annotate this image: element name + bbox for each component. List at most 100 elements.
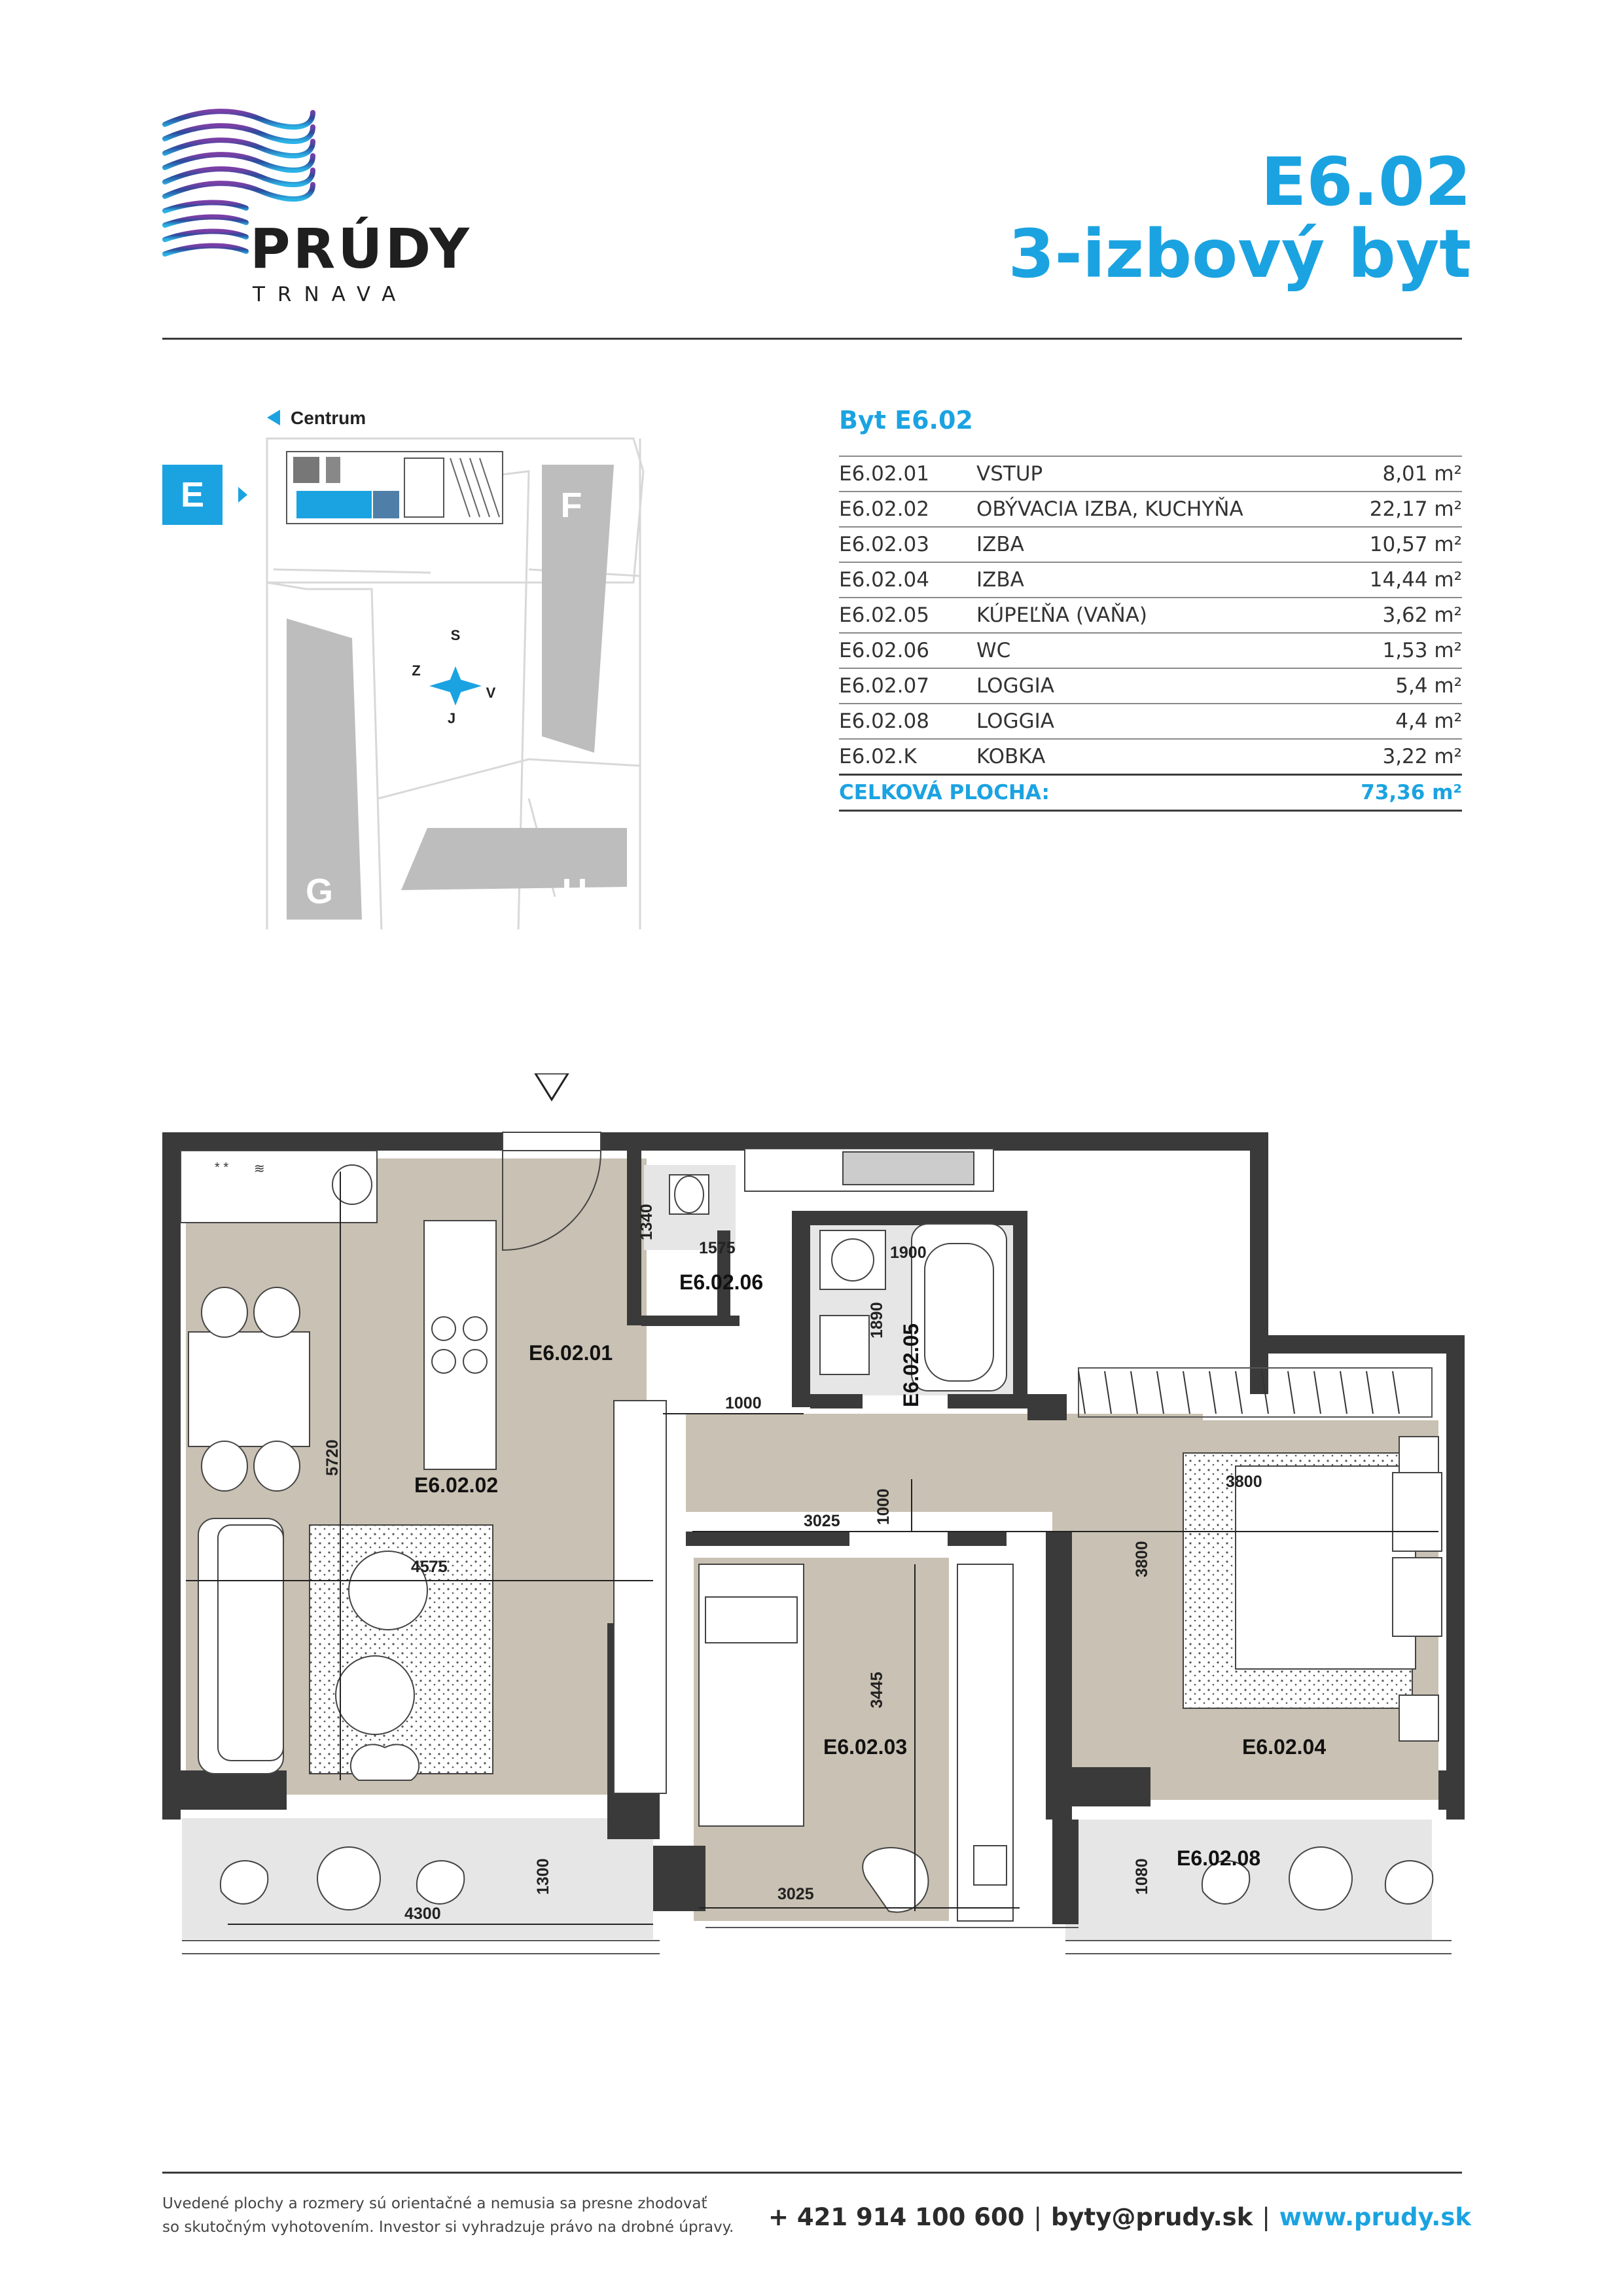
room-area: 4,4 m² <box>1328 703 1462 739</box>
compass-east: V <box>486 685 496 701</box>
dim-label: 1340 <box>637 1204 656 1240</box>
dim-label: 4300 <box>404 1905 441 1923</box>
room-id: E6.02.04 <box>839 562 976 598</box>
brand-name: PRÚDY <box>250 217 472 281</box>
dim-label: 4575 <box>411 1558 448 1576</box>
compass-north: S <box>451 627 461 643</box>
brand-city: TRNAVA <box>253 283 408 306</box>
website-link[interactable]: www.prudy.sk <box>1279 2203 1471 2231</box>
logo <box>162 105 463 314</box>
dim-label: 3025 <box>777 1885 814 1903</box>
dim-label: 3800 <box>1133 1541 1151 1577</box>
block-h-label: H <box>562 872 588 911</box>
room-name: OBÝVACIA IZBA, KUCHYŇA <box>976 491 1329 527</box>
dim-label: 1000 <box>725 1394 762 1412</box>
header-divider <box>162 338 1462 340</box>
room-label-06: E6.02.06 <box>679 1270 763 1294</box>
block-f <box>542 465 614 753</box>
centrum-label: Centrum <box>291 408 366 428</box>
dim-label: 1900 <box>890 1244 927 1262</box>
disclaimer-line-2: so skutočným vyhotovením. Investor si vy… <box>162 2218 734 2236</box>
room-name: IZBA <box>976 562 1329 598</box>
room-id: E6.02.01 <box>839 456 976 492</box>
wardrobe <box>1078 1371 1400 1414</box>
block-e-label: E <box>181 475 204 514</box>
unit-code: E6.02 <box>1260 143 1471 221</box>
dim-label: 1300 <box>534 1858 552 1895</box>
phone-link[interactable]: + 421 914 100 600 <box>768 2203 1025 2231</box>
bath-fixtures <box>669 1148 1007 1391</box>
room-label-02: E6.02.02 <box>414 1473 498 1497</box>
dim-label: 3025 <box>804 1512 840 1530</box>
sofa <box>198 1518 284 1774</box>
room-name: LOGGIA <box>976 703 1329 739</box>
block-e-badge <box>162 465 223 525</box>
room-area: 8,01 m² <box>1328 456 1462 492</box>
table-title: Byt E6.02 <box>839 406 973 435</box>
compass-south: J <box>448 710 455 726</box>
room-name: LOGGIA <box>976 668 1329 704</box>
dining-table <box>188 1287 310 1492</box>
svg-text:* *: * * <box>215 1160 228 1175</box>
block-g-label: G <box>306 872 333 911</box>
email-link[interactable]: byty@prudy.sk <box>1050 2203 1253 2231</box>
dim-label: 1000 <box>874 1488 893 1525</box>
unit-type: 3-izbový byt <box>1008 215 1471 293</box>
room-id: E6.02.05 <box>839 597 976 633</box>
room-area: 1,53 m² <box>1328 632 1462 668</box>
contact-bar: + 421 914 100 600|byty@prudy.sk|www.prud… <box>768 2203 1471 2231</box>
block-f-label: F <box>561 486 582 525</box>
disclaimer-line-1: Uvedené plochy a rozmery sú orientačné a… <box>162 2195 707 2212</box>
room-area: 3,22 m² <box>1328 738 1462 775</box>
room-area: 22,17 m² <box>1328 491 1462 527</box>
room-name: KOBKA <box>976 738 1329 775</box>
total-row: CELKOVÁ PLOCHA:73,36 m² <box>839 774 1462 812</box>
room-id: E6.02.K <box>839 738 976 775</box>
room-id: E6.02.03 <box>839 526 976 562</box>
room-id: E6.02.02 <box>839 491 976 527</box>
room-id: E6.02.08 <box>839 703 976 739</box>
dim-label: 1890 <box>868 1302 886 1338</box>
block-g <box>287 619 362 920</box>
disclaimer: Uvedené plochy a rozmery sú orientačné a… <box>162 2193 804 2239</box>
room-label-01: E6.02.01 <box>529 1341 613 1365</box>
svg-text:≋: ≋ <box>254 1162 265 1176</box>
room-label-04: E6.02.04 <box>1242 1735 1326 1759</box>
block-h <box>401 828 627 890</box>
wave-logo-icon <box>162 109 315 257</box>
room-label-03: E6.02.03 <box>823 1735 907 1759</box>
room-name: IZBA <box>976 526 1329 562</box>
room-id: E6.02.06 <box>839 632 976 668</box>
total-value: 73,36 m² <box>1328 774 1462 812</box>
room-area: 14,44 m² <box>1328 562 1462 598</box>
bed-room-03 <box>698 1564 1014 1922</box>
kitchen <box>180 1150 497 1470</box>
separator: | <box>1033 2203 1042 2231</box>
dim-label: 1575 <box>699 1239 736 1257</box>
centrum-arrow-icon <box>267 410 280 425</box>
total-label: CELKOVÁ PLOCHA: <box>839 774 1329 812</box>
room-name: WC <box>976 632 1329 668</box>
dim-label: 5720 <box>323 1439 342 1476</box>
room-label-05: E6.02.05 <box>899 1323 923 1407</box>
room-area: 10,57 m² <box>1328 526 1462 562</box>
room-name: VSTUP <box>976 456 1329 492</box>
pointer-arrow-icon <box>238 487 247 503</box>
dim-label: 3445 <box>868 1672 886 1708</box>
block-e-building <box>286 451 503 524</box>
entrance-marker-icon <box>533 1072 570 1102</box>
dim-label: 3800 <box>1226 1473 1262 1491</box>
room-name: KÚPEĽŇA (VAŇA) <box>976 597 1329 633</box>
site-plan: Centrum <box>162 393 647 1049</box>
